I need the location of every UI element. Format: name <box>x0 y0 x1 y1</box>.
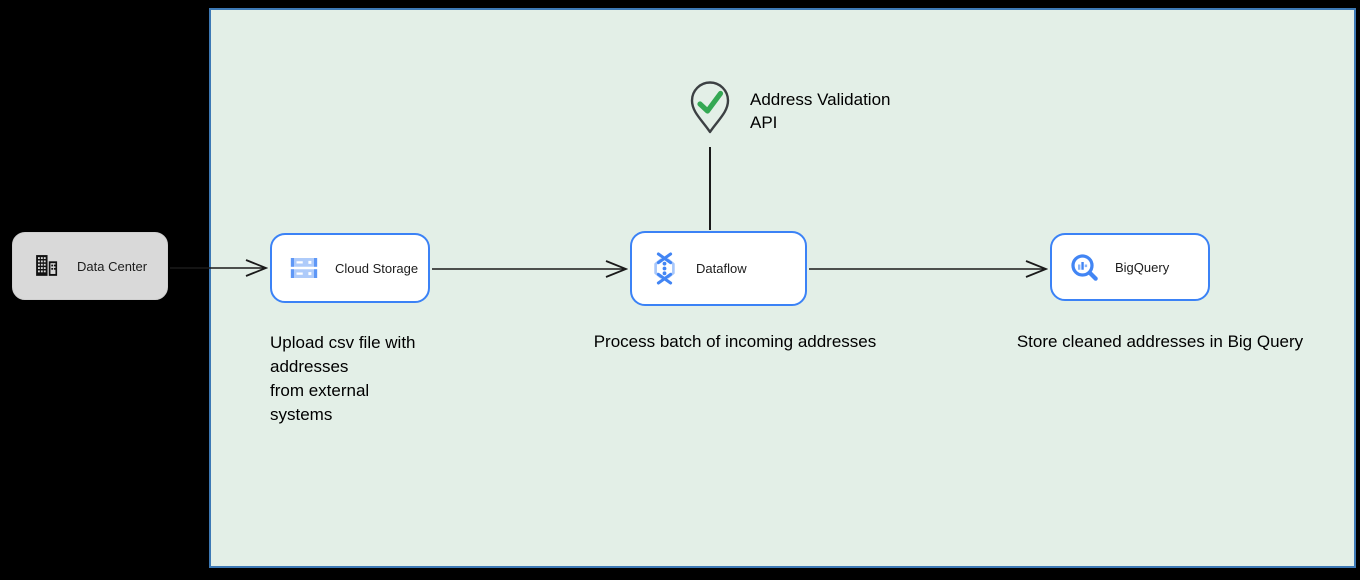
node-cloud-storage-label: Cloud Storage <box>335 260 419 276</box>
node-cloud-storage[interactable]: Cloud Storage <box>270 233 430 303</box>
map-pin-check-icon[interactable] <box>687 79 733 135</box>
building-icon <box>36 254 58 276</box>
node-dataflow[interactable]: Dataflow <box>630 231 807 306</box>
node-data-center-label: Data Center <box>77 258 148 274</box>
node-bigquery[interactable]: BigQuery <box>1050 233 1210 301</box>
node-data-center[interactable]: Data Center <box>12 232 168 300</box>
address-validation-api-label: Address Validation API <box>750 90 891 132</box>
dataflow-icon <box>654 252 675 285</box>
node-bigquery-label: BigQuery <box>1115 259 1170 275</box>
node-dataflow-label: Dataflow <box>696 261 747 276</box>
bigquery-icon <box>1071 254 1098 281</box>
cloud-storage-icon <box>290 258 318 278</box>
caption-store-bigquery: Store cleaned addresses in Big Query <box>1016 332 1304 351</box>
caption-process-batch: Process batch of incoming addresses <box>593 332 877 351</box>
caption-upload-csv: Upload csv file with addresses from exte… <box>270 333 416 424</box>
